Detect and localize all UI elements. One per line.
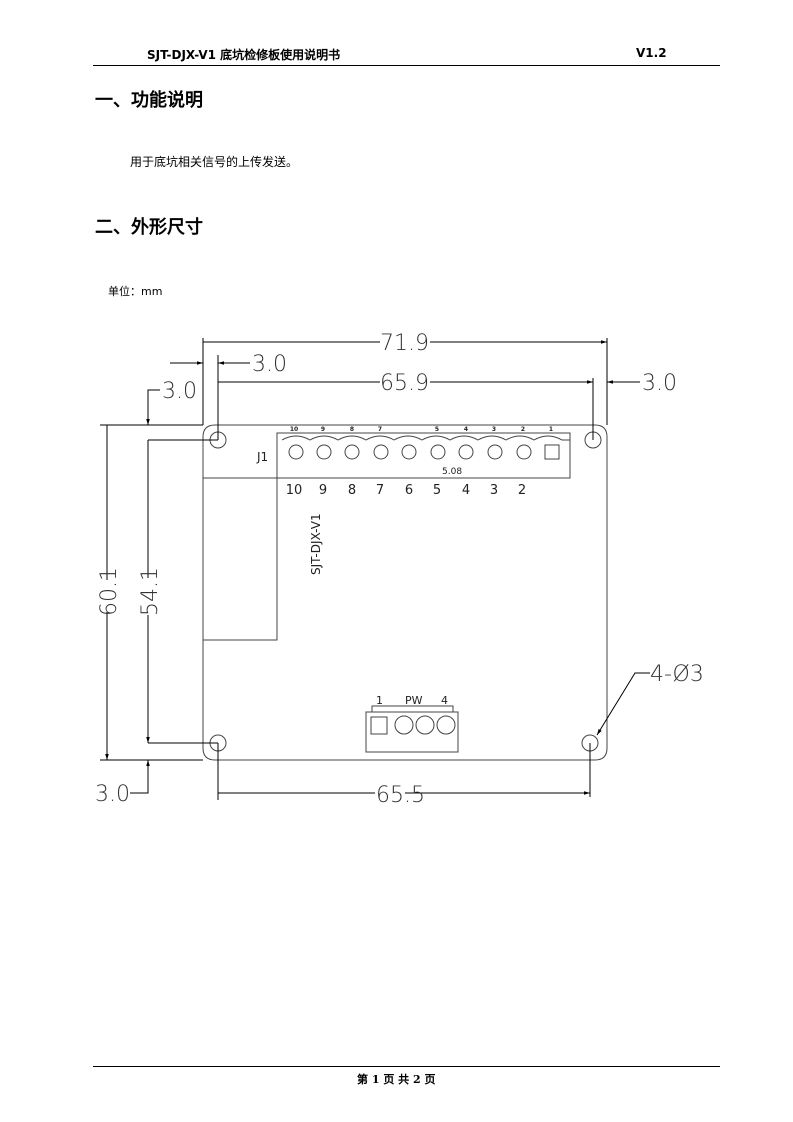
dim-holes: 4-Ø3	[650, 662, 704, 687]
section-heading-function: 一、功能说明	[95, 90, 203, 111]
j1-top-pin: 7	[378, 426, 382, 433]
j1-pins	[288, 444, 560, 460]
pw-connector	[365, 711, 459, 753]
j1-top-pin: 1	[549, 426, 553, 433]
dim-left-offset-top: 3.0	[252, 352, 287, 377]
dim-hole-pitch-bottom: 65.5	[376, 783, 425, 808]
relay-outline	[202, 477, 278, 641]
j1-top-pin: 4	[464, 426, 468, 433]
j1-bottom-pin: 4	[462, 483, 470, 498]
j1-pitch: 5.08	[442, 467, 462, 477]
j1-bottom-pin: 2	[518, 483, 526, 498]
j1-bottom-pin: 5	[433, 483, 441, 498]
header-rule	[93, 65, 720, 66]
j1-top-pin: 10	[290, 426, 298, 433]
j1-bottom-pin: 8	[348, 483, 356, 498]
pw-label: PW	[405, 694, 423, 707]
j1-top-pin: 2	[521, 426, 525, 433]
header-version: V1.2	[636, 46, 667, 60]
j1-top-pin: 3	[492, 426, 496, 433]
dim-hole-pitch-vertical: 54.1	[138, 567, 163, 616]
section-heading-dimensions: 二、外形尺寸	[95, 217, 203, 238]
function-description: 用于底坑相关信号的上传发送。	[130, 155, 299, 169]
j1-top-pin: 9	[321, 426, 325, 433]
dim-hole-pitch-top: 65.9	[380, 371, 429, 396]
dim-top-offset: 3.0	[162, 379, 197, 404]
j1-bottom-pin: 7	[376, 483, 384, 498]
footer-rule	[93, 1066, 720, 1067]
j1-wave	[281, 435, 570, 441]
j1-bottom-pin: 10	[286, 483, 303, 498]
dim-right-offset: 3.0	[642, 371, 677, 396]
board-outline	[202, 424, 608, 761]
pw-pin-last: 4	[441, 694, 448, 707]
unit-label: 单位：mm	[108, 285, 163, 298]
j1-label: J1	[256, 450, 268, 464]
j1-top-pin: 8	[350, 426, 354, 433]
j1-top-pin: 5	[435, 426, 439, 433]
dim-bottom-offset: 3.0	[95, 782, 130, 807]
j1-connector	[276, 432, 571, 479]
page-number: 第 1 页 共 2 页	[357, 1073, 436, 1086]
j1-bottom-pin: 6	[405, 483, 413, 498]
dim-overall-width: 71.9	[380, 331, 429, 356]
dim-overall-height: 60.1	[97, 567, 122, 616]
j1-bottom-pin: 3	[490, 483, 498, 498]
j1-bottom-pin: 9	[319, 483, 327, 498]
header-title: SJT-DJX-V1 底坑检修板使用说明书	[147, 48, 341, 62]
pw-pin-first: 1	[376, 694, 383, 707]
board-name: SJT-DJX-V1	[309, 513, 323, 575]
